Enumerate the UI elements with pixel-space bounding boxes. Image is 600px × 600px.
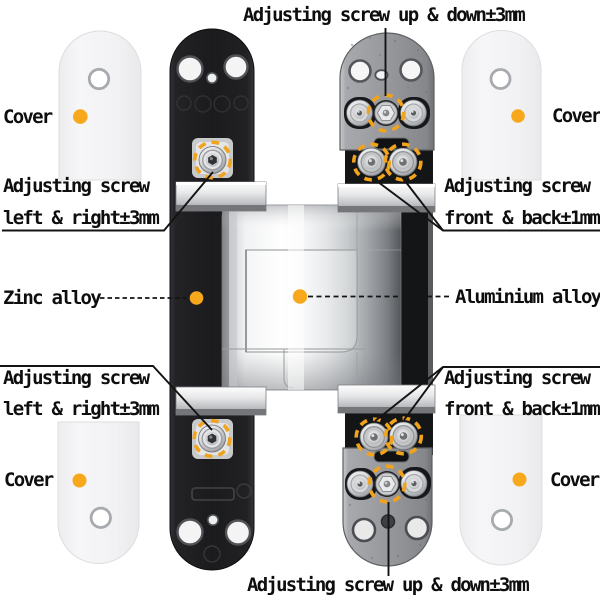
label-adjust-lr-top-line1: Adjusting screw — [3, 175, 150, 197]
adjusting-screw-left-right-top — [198, 145, 227, 175]
adjusting-screw-front-back-top-b — [388, 147, 418, 177]
cover-top-right — [461, 30, 542, 181]
leader-right-bottom-b — [403, 366, 444, 421]
leader-right-top-b — [401, 176, 444, 232]
label-adjust-lr-bottom-line1: Adjusting screw — [3, 367, 150, 389]
bracket-bottom-left — [175, 386, 267, 416]
material-markers — [100, 289, 452, 305]
leader-left-top — [2, 171, 214, 232]
label-adjust-up-down-top: Adjusting screw up & down±3mm — [243, 4, 526, 26]
label-cover-top-left: Cover — [3, 106, 53, 128]
label-adjust-fb-top-line1: Adjusting screw — [444, 175, 591, 197]
cover-hole — [87, 67, 111, 91]
label-cover-top-right: Cover — [552, 105, 600, 127]
leader-left-bottom — [0, 365, 213, 431]
hinge-central-body — [221, 204, 402, 391]
cover-top-left — [58, 30, 142, 181]
adjusting-screw-front-back-bottom-a — [359, 422, 389, 452]
label-zinc-alloy: Zinc alloy — [3, 287, 102, 309]
label-adjust-fb-bottom-line1: Adjusting screw — [444, 367, 591, 389]
adjusting-screw-front-back-bottom-b — [388, 421, 419, 451]
cover-marker-dot — [73, 109, 88, 124]
label-adjust-lr-bottom-line2: left & right±3mm — [3, 398, 160, 420]
cover-hole — [89, 506, 112, 529]
bracket-top-left — [175, 181, 267, 212]
aluminium-marker-dot — [292, 289, 308, 304]
adjusting-screw-up-down-bottom — [375, 472, 399, 496]
label-cover-bottom-left: Cover — [4, 469, 54, 491]
label-adjust-lr-top-line2: left & right±3mm — [3, 207, 160, 229]
adjusting-screw-up-down-top — [374, 101, 398, 125]
cover-hole — [489, 68, 512, 90]
zinc-mounting-plate — [169, 28, 255, 571]
cover-hole — [490, 508, 513, 531]
adjusting-screw-front-back-top-a — [356, 147, 387, 177]
label-adjust-fb-bottom-line2: front & back±1mm — [444, 398, 600, 420]
cover-marker-dot — [512, 472, 527, 487]
label-cover-bottom-right: Cover — [550, 469, 600, 491]
cover-marker-dot — [72, 473, 87, 488]
leader-lines — [0, 28, 600, 576]
cover-bottom-left — [57, 421, 140, 564]
zinc-marker-dot — [189, 291, 204, 305]
label-aluminium-alloy: Aluminium alloy — [455, 286, 600, 308]
cover-bottom-right — [459, 414, 543, 566]
label-adjust-fb-top-line2: front & back±1mm — [444, 207, 600, 229]
label-adjust-up-down-bottom: Adjusting screw up & down±3mm — [247, 574, 530, 596]
cover-marker-dot — [511, 109, 525, 123]
